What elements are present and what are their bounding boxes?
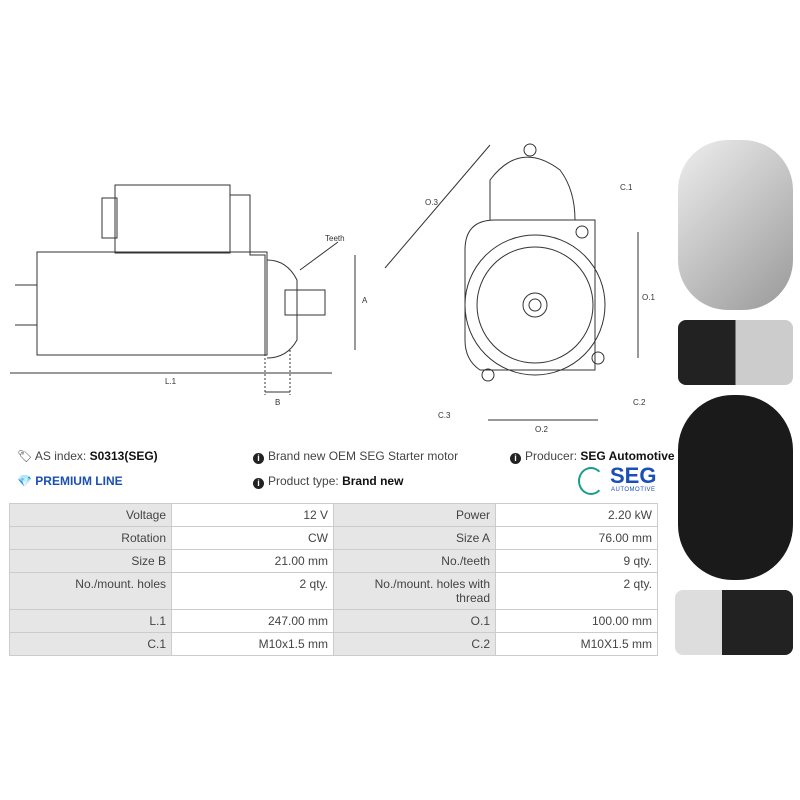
- seg-logo: SEG AUTOMOTIVE: [578, 463, 663, 495]
- spec-value: 2 qty.: [495, 572, 658, 610]
- label-b: B: [275, 398, 280, 407]
- spec-label: No./mount. holes: [9, 572, 172, 610]
- spec-value: M10x1.5 mm: [171, 632, 334, 656]
- label-o2: O.2: [535, 425, 548, 434]
- spec-value: 9 qty.: [495, 549, 658, 573]
- label-c3: C.3: [438, 411, 451, 420]
- technical-drawing: Teeth A L.1 B O.3 C.1 O.1 C.2 O.2 C.3: [10, 143, 655, 434]
- spec-label: C.1: [9, 632, 172, 656]
- label-o3: O.3: [425, 198, 438, 207]
- spec-value: CW: [171, 526, 334, 550]
- spec-label: Power: [333, 503, 496, 527]
- info-icon: i: [510, 453, 521, 464]
- spec-value: 247.00 mm: [171, 609, 334, 633]
- spec-value: M10X1.5 mm: [495, 632, 658, 656]
- info-icon: i: [253, 453, 264, 464]
- spec-label: Size A: [333, 526, 496, 550]
- premium-line-badge: 💎 PREMIUM LINE: [17, 474, 123, 488]
- as-index: 🏷 AS index: S0313(SEG): [17, 449, 158, 463]
- spec-label: O.1: [333, 609, 496, 633]
- product-photo-side[interactable]: [678, 320, 793, 385]
- spec-label: Voltage: [9, 503, 172, 527]
- spec-value: 2 qty.: [171, 572, 334, 610]
- spec-label: No./teeth: [333, 549, 496, 573]
- spec-label: No./mount. holes with thread: [333, 572, 496, 610]
- spec-label: L.1: [9, 609, 172, 633]
- info-icon: i: [253, 478, 264, 489]
- spec-value: 2.20 kW: [495, 503, 658, 527]
- label-c2: C.2: [633, 398, 646, 407]
- product-photo-front[interactable]: [678, 140, 793, 310]
- spec-value: 100.00 mm: [495, 609, 658, 633]
- spec-label: Rotation: [9, 526, 172, 550]
- spec-value: 21.00 mm: [171, 549, 334, 573]
- product-photo-angle[interactable]: [675, 590, 793, 655]
- label-l1: L.1: [165, 377, 177, 386]
- front-view-drawing: [384, 143, 639, 421]
- spec-value: 76.00 mm: [495, 526, 658, 550]
- label-a: A: [362, 296, 368, 305]
- label-o1: O.1: [642, 293, 655, 302]
- diamond-icon: 💎: [17, 474, 32, 488]
- tag-icon: 🏷: [17, 449, 33, 463]
- label-teeth: Teeth: [325, 234, 345, 243]
- spec-label: Size B: [9, 549, 172, 573]
- spec-label: C.2: [333, 632, 496, 656]
- label-c1: C.1: [620, 183, 633, 192]
- side-view-drawing: [10, 184, 356, 395]
- spec-value: 12 V: [171, 503, 334, 527]
- product-photo-rear[interactable]: [678, 395, 793, 580]
